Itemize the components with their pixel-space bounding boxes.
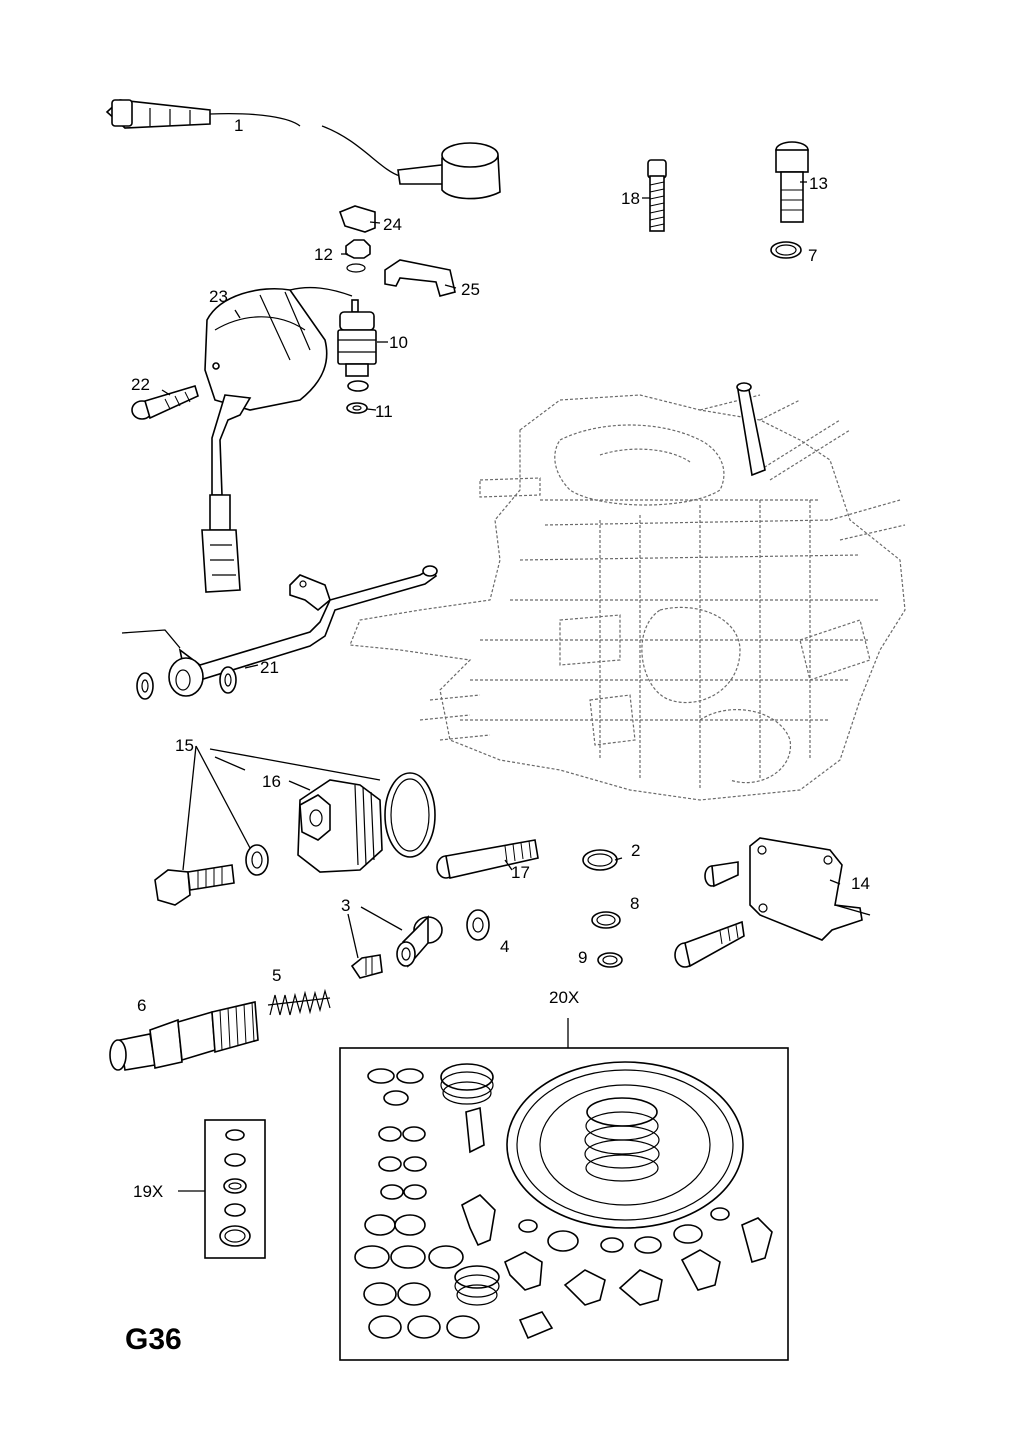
label-part-10: 10 [389,333,408,352]
part-25-bracket [384,259,456,297]
label-part-12: 12 [314,245,333,264]
part-15-washer [245,844,269,876]
part-15-seal-ring [384,772,436,858]
label-part-14: 14 [851,874,870,893]
label-part-22: 22 [131,375,150,394]
part-15-bolt [154,864,235,906]
label-part-21: 21 [260,658,279,677]
label-part-8: 8 [630,894,639,913]
part-14-screw-lower [674,920,745,968]
label-part-2: 2 [631,841,640,860]
part-14-mounting-bracket [749,837,871,941]
part-11-washer [346,380,369,414]
part-12-nut [345,239,371,273]
part-17-bolt [436,839,539,879]
part-9-o-ring [597,952,623,968]
label-part-16: 16 [262,772,281,791]
label-part-17: 17 [511,863,530,882]
part-18-screw [647,159,667,232]
label-part-6: 6 [137,996,146,1015]
injection-pump-housing-outline [349,382,906,801]
label-part-15: 15 [175,736,194,755]
part-14-screw-upper [704,861,739,888]
part-21-fuel-line [121,565,438,700]
label-part-7: 7 [808,246,817,265]
label-part-25: 25 [461,280,480,299]
part-16-threaded-plug [297,779,383,873]
part-3-valve [350,954,383,979]
label-part-5: 5 [272,966,281,985]
part-19x-seal-kit [178,1119,266,1259]
part-10-solenoid [337,299,377,377]
part-8-o-ring [591,911,621,929]
label-part-3: 3 [341,896,350,915]
part-20x-gasket-kit [339,1018,789,1361]
part-13-valve [775,141,809,223]
leader-lines [161,181,841,959]
label-part-20x: 20X [549,988,579,1007]
part-number-labels: 1 2 3 4 5 6 7 8 9 10 11 12 13 14 15 16 1… [125,116,870,1356]
page-code: G36 [125,1323,182,1356]
part-23-cover-with-harness [201,286,353,593]
label-part-9: 9 [578,948,587,967]
part-5-spring [267,988,331,1016]
label-part-19x: 19X [133,1182,163,1201]
part-3-valve-seat [396,915,443,968]
label-part-1: 1 [234,116,243,135]
part-22-bolt [131,385,199,420]
label-part-13: 13 [809,174,828,193]
label-part-24: 24 [383,215,402,234]
part-7-o-ring [770,241,802,259]
label-part-11: 11 [375,402,393,421]
part-1-sensor-cable [105,99,501,200]
part-2-o-ring [582,849,618,871]
label-part-4: 4 [500,937,509,956]
part-6-delivery-valve-holder [109,1001,259,1071]
label-part-18: 18 [621,189,640,208]
part-24-clip [338,205,376,233]
part-4-washer [466,909,490,941]
label-part-23: 23 [209,287,228,306]
